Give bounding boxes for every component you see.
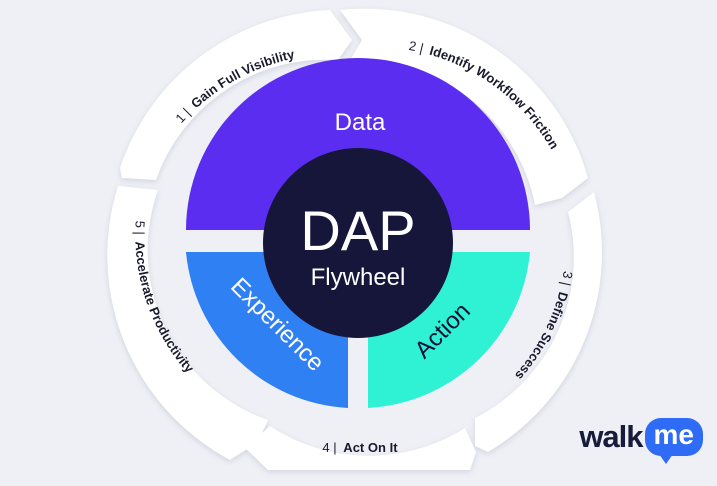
segment-data-label: Data bbox=[335, 109, 386, 136]
hub-title: DAP bbox=[300, 199, 415, 262]
walkme-logo: walk me bbox=[579, 418, 703, 464]
hub-subtitle: Flywheel bbox=[311, 264, 406, 291]
ring-arrow-2 bbox=[340, 8, 588, 206]
hub bbox=[263, 148, 453, 338]
ring-arrow-4 bbox=[245, 426, 476, 470]
ring-arrow-1 bbox=[120, 10, 352, 180]
step-4-label: 4 | Act On It bbox=[322, 440, 398, 455]
logo-bubble: me bbox=[644, 418, 703, 464]
logo-word: walk bbox=[579, 419, 643, 454]
outer-ring bbox=[107, 8, 602, 470]
ring-arrow-3 bbox=[475, 192, 602, 452]
ring-arrow-5 bbox=[107, 186, 269, 460]
segment-data bbox=[186, 58, 530, 230]
